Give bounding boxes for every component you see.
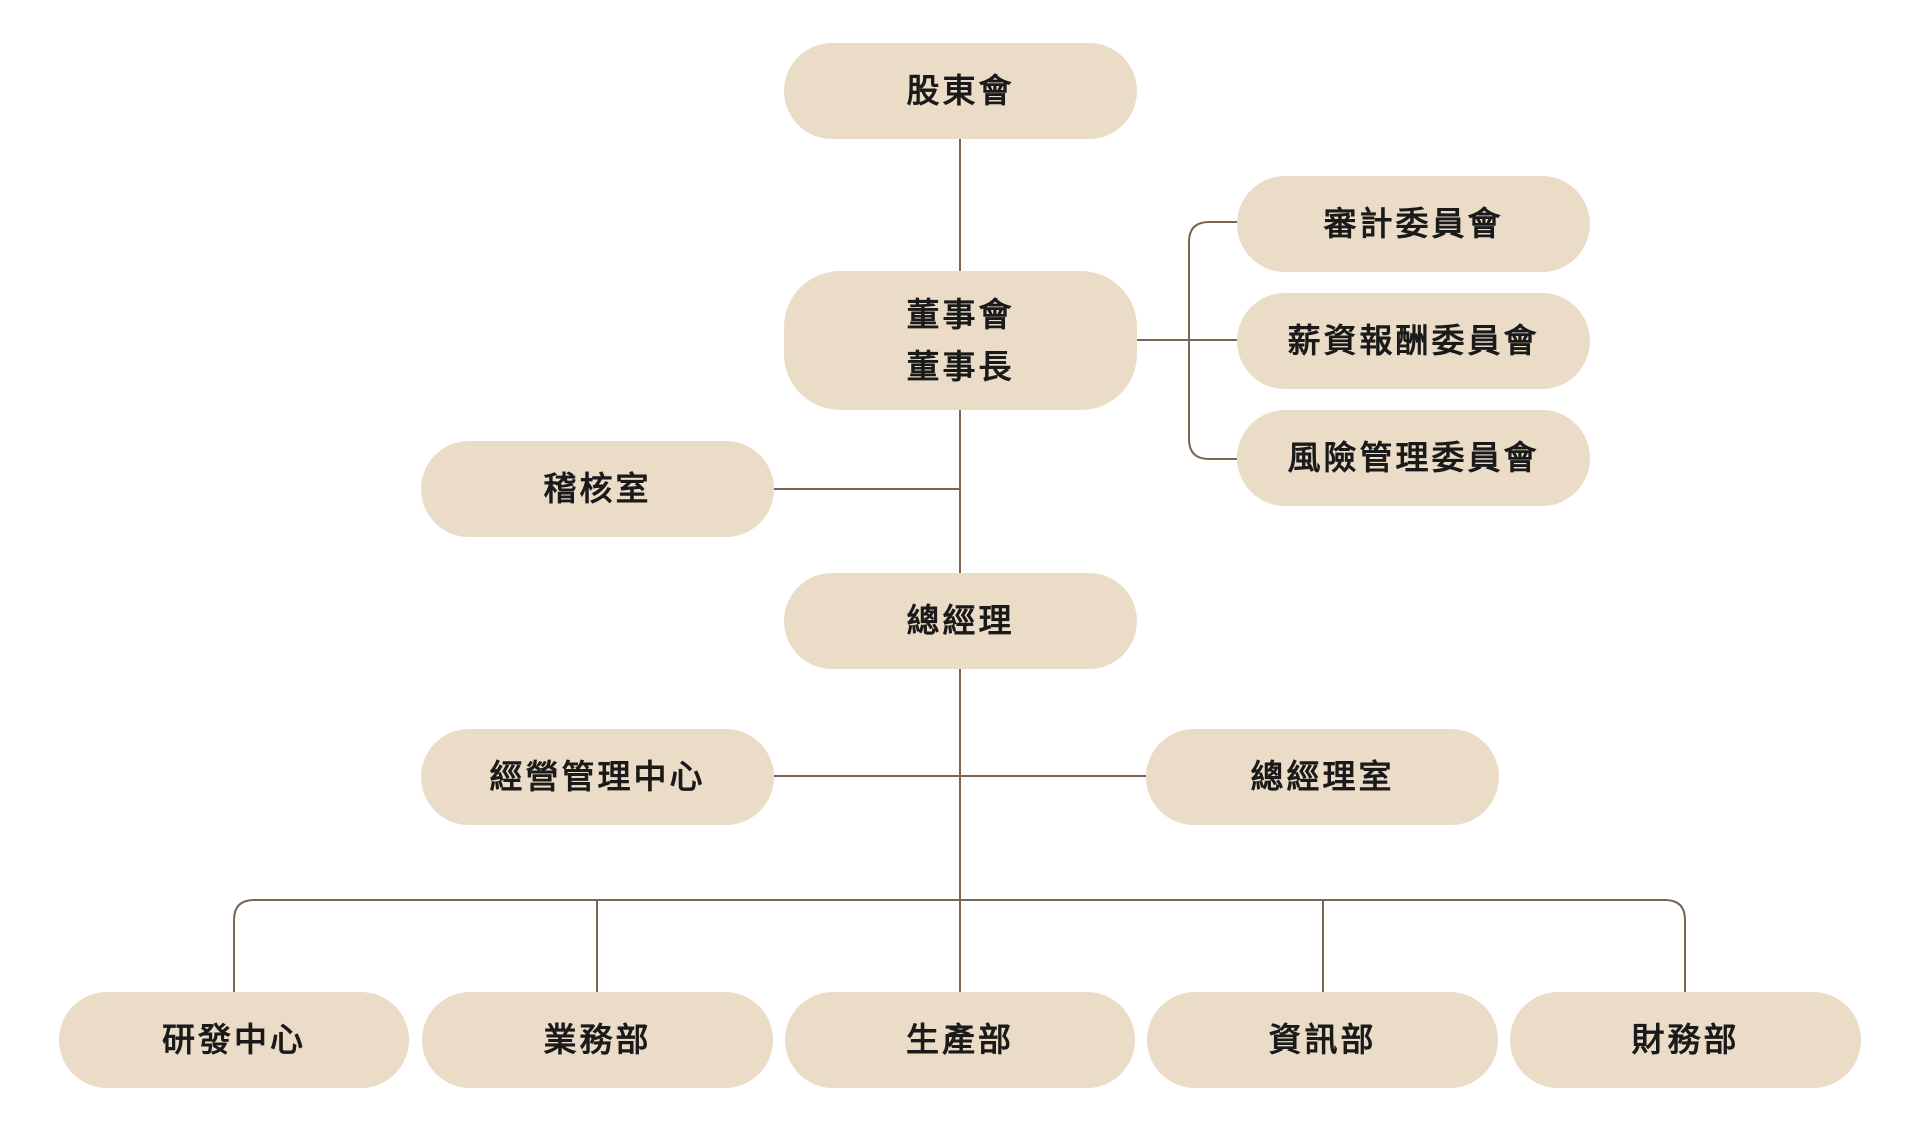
node-production: 生產部 xyxy=(785,992,1135,1088)
node-board: 董事會 董事長 xyxy=(784,271,1137,410)
node-audit-committee: 審計委員會 xyxy=(1237,176,1590,272)
node-risk-committee: 風險管理委員會 xyxy=(1237,410,1590,506)
node-gm-office: 總經理室 xyxy=(1146,729,1499,825)
node-label: 董事長 xyxy=(906,346,1015,386)
node-label: 研發中心 xyxy=(162,1020,306,1059)
node-label: 總經理室 xyxy=(1250,757,1395,796)
node-label: 稽核室 xyxy=(543,469,652,508)
node-label: 董事會 xyxy=(906,294,1015,334)
node-it: 資訊部 xyxy=(1147,992,1498,1088)
node-label: 生產部 xyxy=(906,1020,1014,1059)
node-label: 股東會 xyxy=(906,71,1015,110)
node-label: 風險管理委員會 xyxy=(1287,438,1540,477)
node-label: 經營管理中心 xyxy=(489,757,706,796)
node-finance: 財務部 xyxy=(1510,992,1861,1088)
node-label: 薪資報酬委員會 xyxy=(1287,321,1540,360)
node-sales: 業務部 xyxy=(422,992,773,1088)
node-label: 審計委員會 xyxy=(1323,204,1504,243)
node-label: 資訊部 xyxy=(1268,1020,1377,1059)
node-label: 總經理 xyxy=(906,601,1015,640)
bus-departments xyxy=(233,899,1686,992)
bracket-committees xyxy=(1188,221,1237,460)
node-label: 業務部 xyxy=(543,1020,652,1059)
node-compensation-committee: 薪資報酬委員會 xyxy=(1237,293,1590,389)
node-shareholders: 股東會 xyxy=(784,43,1137,139)
node-rd-center: 研發中心 xyxy=(59,992,409,1088)
node-management-center: 經營管理中心 xyxy=(421,729,774,825)
node-label: 財務部 xyxy=(1631,1020,1740,1059)
node-general-manager: 總經理 xyxy=(784,573,1137,669)
node-internal-audit: 稽核室 xyxy=(421,441,774,537)
